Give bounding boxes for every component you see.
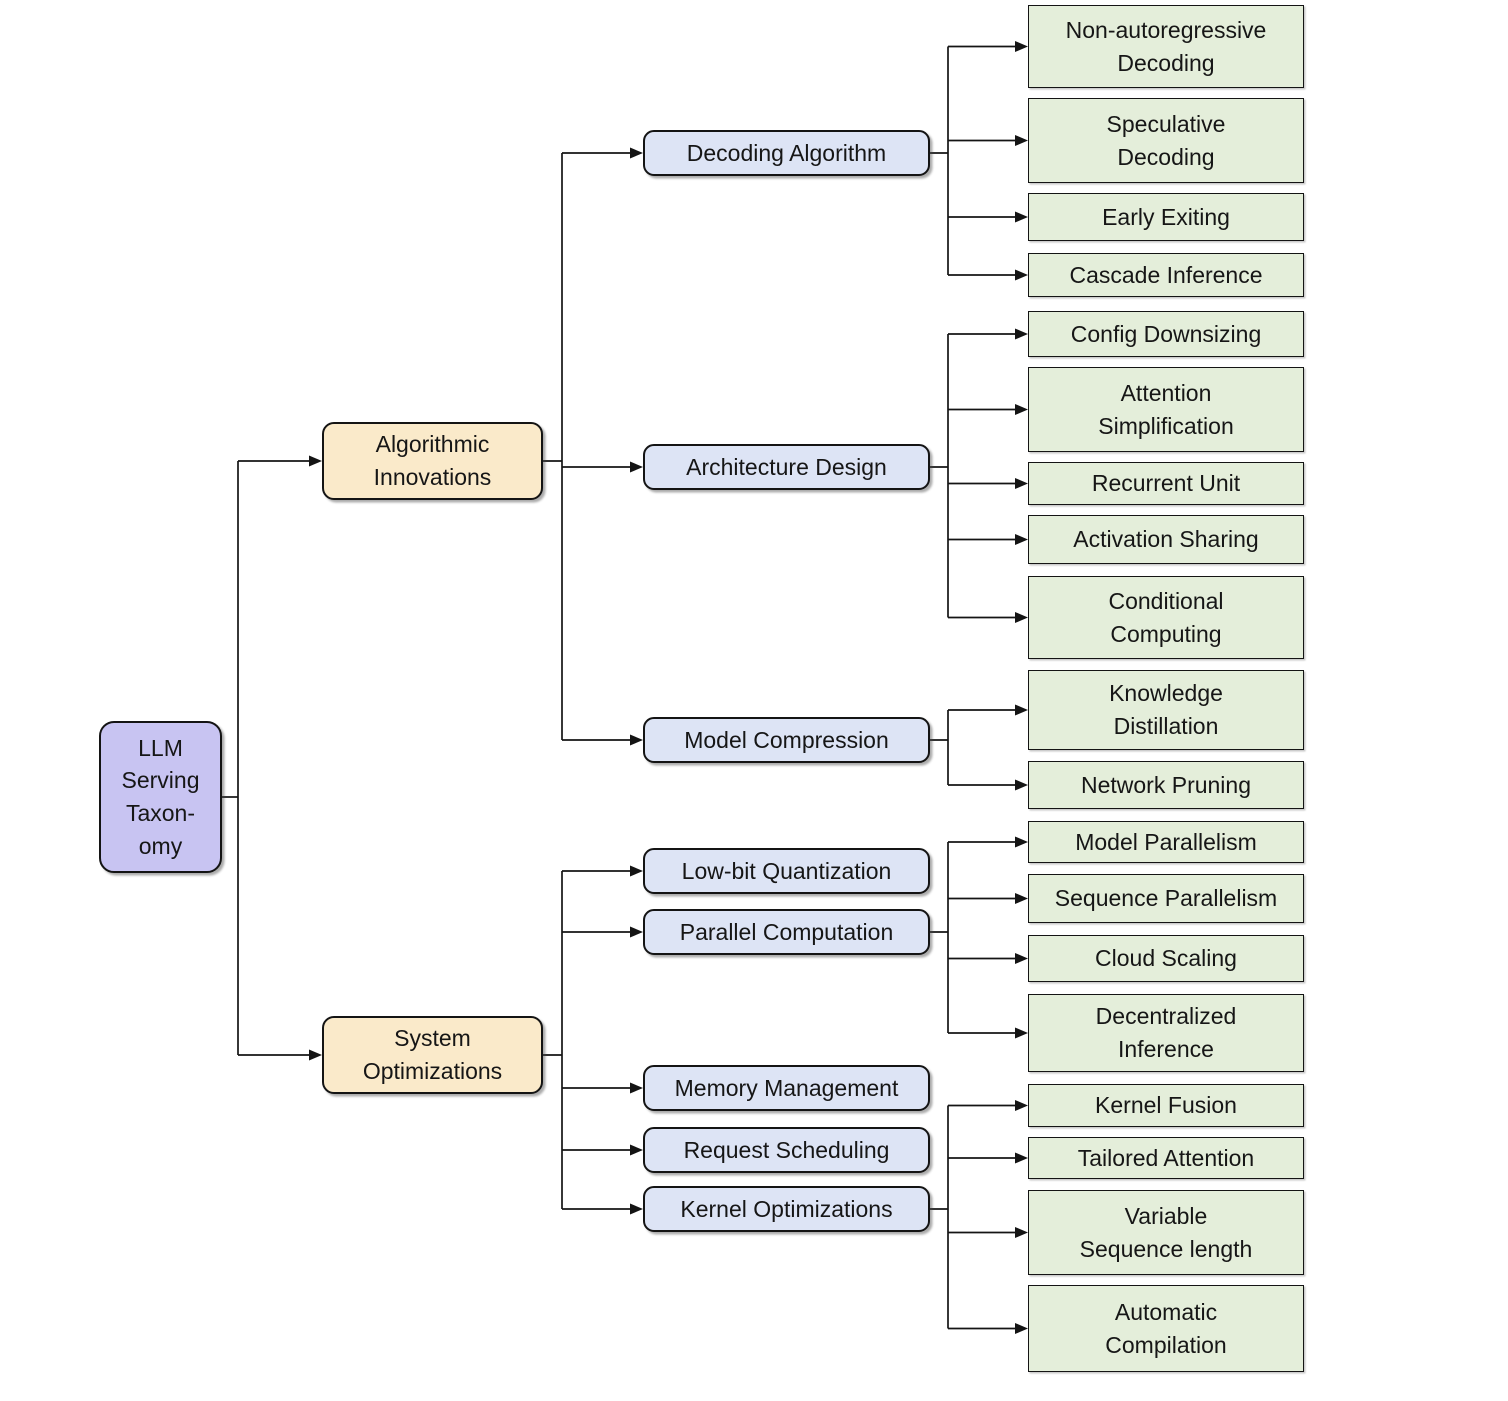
node-spec: Speculative Decoding bbox=[1028, 98, 1304, 183]
node-kernelopt: Kernel Optimizations bbox=[643, 1186, 930, 1232]
node-sys: System Optimizations bbox=[322, 1016, 543, 1094]
node-nonauto: Non-autoregressive Decoding bbox=[1028, 5, 1304, 88]
node-tailored: Tailored Attention bbox=[1028, 1137, 1304, 1179]
arrowhead-icon bbox=[309, 1049, 322, 1061]
arrowhead-icon bbox=[630, 1082, 643, 1094]
edge-group-parallel bbox=[930, 836, 1028, 1039]
node-request: Request Scheduling bbox=[643, 1127, 930, 1173]
arrowhead-icon bbox=[1015, 404, 1028, 415]
edge-group-kernelopt bbox=[930, 1100, 1028, 1334]
node-seqpar: Sequence Parallelism bbox=[1028, 874, 1304, 923]
arrowhead-icon bbox=[630, 865, 643, 877]
arrowhead-icon bbox=[630, 734, 643, 746]
arrowhead-icon bbox=[1015, 135, 1028, 146]
node-arch: Architecture Design bbox=[643, 444, 930, 490]
edge-group-sys bbox=[543, 865, 643, 1215]
node-recurrent: Recurrent Unit bbox=[1028, 462, 1304, 505]
arrowhead-icon bbox=[1015, 328, 1028, 340]
node-root: LLM Serving Taxon- omy bbox=[99, 721, 222, 873]
node-cloud: Cloud Scaling bbox=[1028, 935, 1304, 982]
arrowhead-icon bbox=[309, 455, 322, 467]
node-pruning: Network Pruning bbox=[1028, 761, 1304, 809]
node-autocomp: Automatic Compilation bbox=[1028, 1285, 1304, 1372]
edge-group-decoding bbox=[930, 41, 1028, 281]
arrowhead-icon bbox=[630, 1203, 643, 1215]
node-attn: Attention Simplification bbox=[1028, 367, 1304, 452]
edge-group-arch bbox=[930, 328, 1028, 623]
arrowhead-icon bbox=[630, 147, 643, 159]
node-fusion: Kernel Fusion bbox=[1028, 1084, 1304, 1127]
node-activation: Activation Sharing bbox=[1028, 515, 1304, 564]
node-conditional: Conditional Computing bbox=[1028, 576, 1304, 659]
edge-group-root bbox=[222, 455, 322, 1061]
node-memory: Memory Management bbox=[643, 1065, 930, 1111]
node-alg: Algorithmic Innovations bbox=[322, 422, 543, 500]
node-decoding: Decoding Algorithm bbox=[643, 130, 930, 176]
node-modelpar: Model Parallelism bbox=[1028, 821, 1304, 863]
arrowhead-icon bbox=[1015, 269, 1028, 281]
edge-group-compress bbox=[930, 704, 1028, 791]
arrowhead-icon bbox=[1015, 893, 1028, 904]
arrowhead-icon bbox=[1015, 211, 1028, 223]
edge-group-alg bbox=[543, 147, 643, 746]
arrowhead-icon bbox=[1015, 779, 1028, 791]
arrowhead-icon bbox=[1015, 41, 1028, 52]
node-varseq: Variable Sequence length bbox=[1028, 1190, 1304, 1275]
node-parallel: Parallel Computation bbox=[643, 909, 930, 955]
arrowhead-icon bbox=[1015, 953, 1028, 964]
arrowhead-icon bbox=[1015, 612, 1028, 623]
arrowhead-icon bbox=[1015, 1100, 1028, 1111]
arrowhead-icon bbox=[630, 1144, 643, 1156]
arrowhead-icon bbox=[1015, 534, 1028, 545]
node-cascade: Cascade Inference bbox=[1028, 253, 1304, 297]
node-early: Early Exiting bbox=[1028, 193, 1304, 241]
arrowhead-icon bbox=[1015, 1027, 1028, 1039]
node-knowledge: Knowledge Distillation bbox=[1028, 670, 1304, 750]
arrowhead-icon bbox=[1015, 1323, 1028, 1334]
arrowhead-icon bbox=[1015, 1227, 1028, 1238]
arrowhead-icon bbox=[1015, 478, 1028, 489]
arrowhead-icon bbox=[630, 461, 643, 473]
node-lowbit: Low-bit Quantization bbox=[643, 848, 930, 894]
node-compress: Model Compression bbox=[643, 717, 930, 763]
arrowhead-icon bbox=[1015, 1152, 1028, 1164]
arrowhead-icon bbox=[1015, 704, 1028, 716]
arrowhead-icon bbox=[1015, 836, 1028, 848]
node-decentral: Decentralized Inference bbox=[1028, 994, 1304, 1072]
node-config: Config Downsizing bbox=[1028, 311, 1304, 357]
arrowhead-icon bbox=[630, 926, 643, 938]
